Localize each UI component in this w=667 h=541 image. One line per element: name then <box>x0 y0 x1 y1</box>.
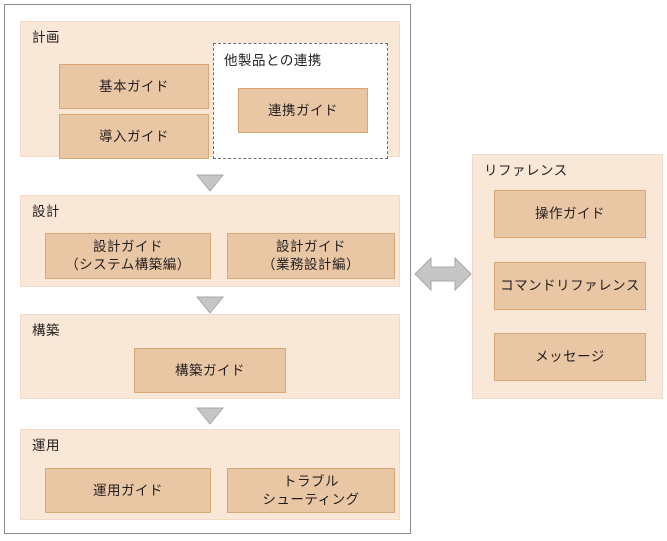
phase-title-design: 設計 <box>32 204 60 219</box>
guide-box-command-reference[interactable]: コマンドリファレンス <box>494 262 646 310</box>
guide-box-label-line1: 設計ガイド <box>276 239 346 254</box>
phase-panel-design: 設計 設計ガイド （システム構築編） 設計ガイド （業務設計編） <box>20 195 400 287</box>
reference-panel-title: リファレンス <box>484 163 568 178</box>
guide-box-label: 連携ガイド <box>268 102 338 118</box>
guide-box-label: 基本ガイド <box>99 78 169 94</box>
guide-box-label-wrapper: 設計ガイド （システム構築編） <box>46 238 210 274</box>
guide-box-build-guide[interactable]: 構築ガイド <box>134 348 286 393</box>
guide-box-design-guide-business[interactable]: 設計ガイド （業務設計編） <box>227 233 395 279</box>
phase-title-build: 構築 <box>32 323 60 338</box>
guide-box-label-wrapper: トラブル シューティング <box>228 473 394 509</box>
dashed-group-product-integration: 他製品との連携 連携ガイド <box>213 43 388 159</box>
arrow-design-to-build <box>195 296 225 314</box>
guide-box-operation-manual[interactable]: 操作ガイド <box>494 190 646 238</box>
phase-panel-operate: 運用 運用ガイド トラブル シューティング <box>20 429 400 520</box>
phase-panel-build: 構築 構築ガイド <box>20 314 400 399</box>
guide-box-design-guide-system[interactable]: 設計ガイド （システム構築編） <box>45 233 211 279</box>
guide-box-label-line1: 設計ガイド <box>93 239 163 254</box>
guide-box-operation-guide[interactable]: 運用ガイド <box>45 468 211 513</box>
guide-box-label-line2: （システム構築編） <box>65 257 191 272</box>
guide-box-basic-guide[interactable]: 基本ガイド <box>59 64 209 109</box>
guide-box-label-line2: シューティング <box>262 491 360 507</box>
guide-box-messages[interactable]: メッセージ <box>494 333 646 381</box>
phase-title-plan: 計画 <box>32 30 60 45</box>
dashed-group-title: 他製品との連携 <box>224 53 322 68</box>
bidirectional-arrow-icon <box>414 252 472 296</box>
guide-box-label-wrapper: 設計ガイド （業務設計編） <box>228 238 394 274</box>
guide-box-label-line2: （業務設計編） <box>262 257 360 272</box>
guide-box-label: 操作ガイド <box>535 206 605 221</box>
phase-panel-plan: 計画 基本ガイド 導入ガイド 他製品との連携 連携ガイド <box>20 21 400 159</box>
guide-box-label: メッセージ <box>535 349 605 364</box>
arrow-plan-to-design <box>195 174 225 192</box>
guide-box-label: 運用ガイド <box>93 482 163 498</box>
reference-panel: リファレンス 操作ガイド コマンドリファレンス メッセージ <box>472 154 663 399</box>
guide-box-label-line1: トラブル <box>283 473 339 489</box>
guide-box-label: 導入ガイド <box>99 128 169 144</box>
guide-box-introduction-guide[interactable]: 導入ガイド <box>59 114 209 159</box>
guide-box-troubleshooting[interactable]: トラブル シューティング <box>227 468 395 513</box>
lifecycle-frame: 計画 基本ガイド 導入ガイド 他製品との連携 連携ガイド 設計 設計ガイド （シ… <box>4 4 411 534</box>
guide-box-integration-guide[interactable]: 連携ガイド <box>238 88 368 133</box>
guide-box-label: 構築ガイド <box>175 362 245 378</box>
phase-title-operate: 運用 <box>32 438 60 453</box>
arrow-build-to-operate <box>195 407 225 425</box>
guide-box-label: コマンドリファレンス <box>500 278 640 293</box>
